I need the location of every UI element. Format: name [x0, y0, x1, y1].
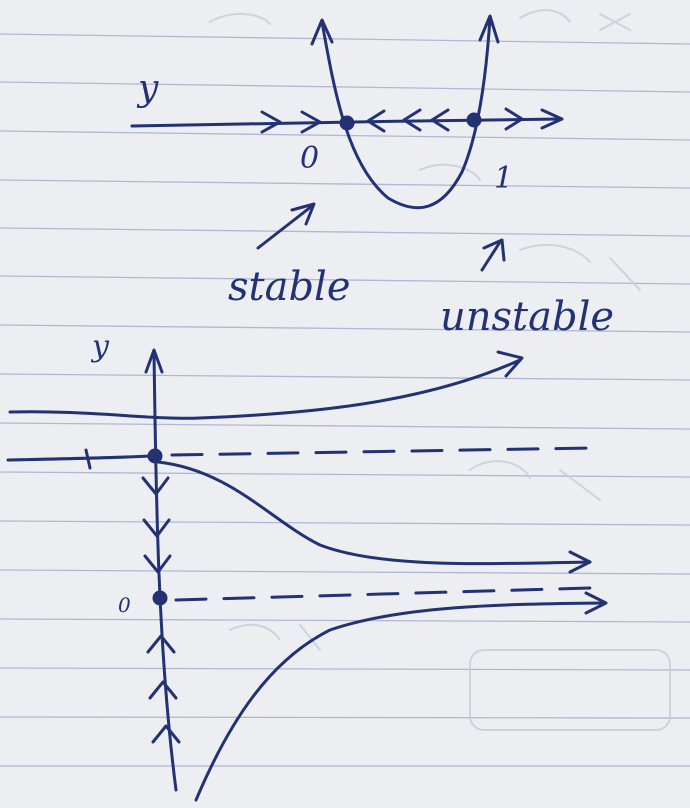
tick-mark	[84, 448, 92, 470]
equilibrium-label-zero: 0	[300, 141, 319, 176]
stable-pointer-arrow	[256, 204, 314, 250]
equilibrium-dashed-line-lower	[174, 586, 592, 602]
equilibrium-label-one: 1	[494, 161, 513, 196]
show-through-writing	[209, 9, 671, 731]
down-chevron	[142, 518, 171, 538]
down-chevron	[143, 554, 172, 574]
unstable-pointer-arrow	[480, 240, 502, 272]
curve-arrowhead-left	[310, 18, 334, 46]
vertical-y-axis	[152, 350, 178, 792]
phase-axis-arrowhead	[540, 108, 564, 130]
flow-arrow-left	[366, 109, 386, 133]
phase-line-axis	[130, 117, 562, 128]
increasing-curve-arrowhead	[584, 591, 608, 615]
stable-label: stable	[228, 264, 351, 310]
solution-curve-increasing	[194, 601, 607, 802]
flow-arrow-right	[260, 110, 282, 134]
up-chevron	[146, 634, 176, 654]
equilibrium-dashed-line-upper	[170, 446, 592, 457]
solution-curve-diverging	[8, 358, 522, 420]
ruled-lines	[0, 33, 690, 767]
solution-axis-label: y	[90, 329, 110, 364]
down-chevron	[141, 476, 170, 496]
solution-equilibrium-label: 0	[118, 593, 131, 617]
flow-arrow-right	[504, 107, 524, 131]
decreasing-curve-arrowhead	[568, 550, 592, 574]
equilibrium-point-stable	[339, 115, 355, 131]
equilibrium-line-left-tail	[6, 454, 152, 462]
unstable-pointer-arrowhead	[482, 238, 506, 262]
stable-pointer-arrowhead	[290, 202, 316, 226]
flow-arrow-right	[300, 110, 322, 134]
diverging-curve-arrowhead	[496, 350, 524, 378]
flow-arrow-left	[430, 108, 450, 132]
phase-line-diagram	[130, 14, 564, 272]
solution-curves-plot	[6, 348, 608, 802]
phase-axis-label: y	[136, 68, 159, 109]
equilibrium-point-lower	[152, 590, 168, 606]
y-axis-arrowhead	[144, 348, 164, 374]
curve-arrowhead-right	[478, 14, 500, 44]
solution-curve-decreasing	[156, 460, 592, 566]
up-chevron	[148, 680, 178, 700]
equilibrium-point-upper	[147, 448, 163, 464]
rate-function-curve	[320, 16, 492, 210]
equilibrium-point-unstable	[466, 112, 482, 128]
flow-arrow-left	[402, 108, 422, 132]
up-chevron	[151, 724, 181, 744]
unstable-label: unstable	[440, 294, 614, 340]
